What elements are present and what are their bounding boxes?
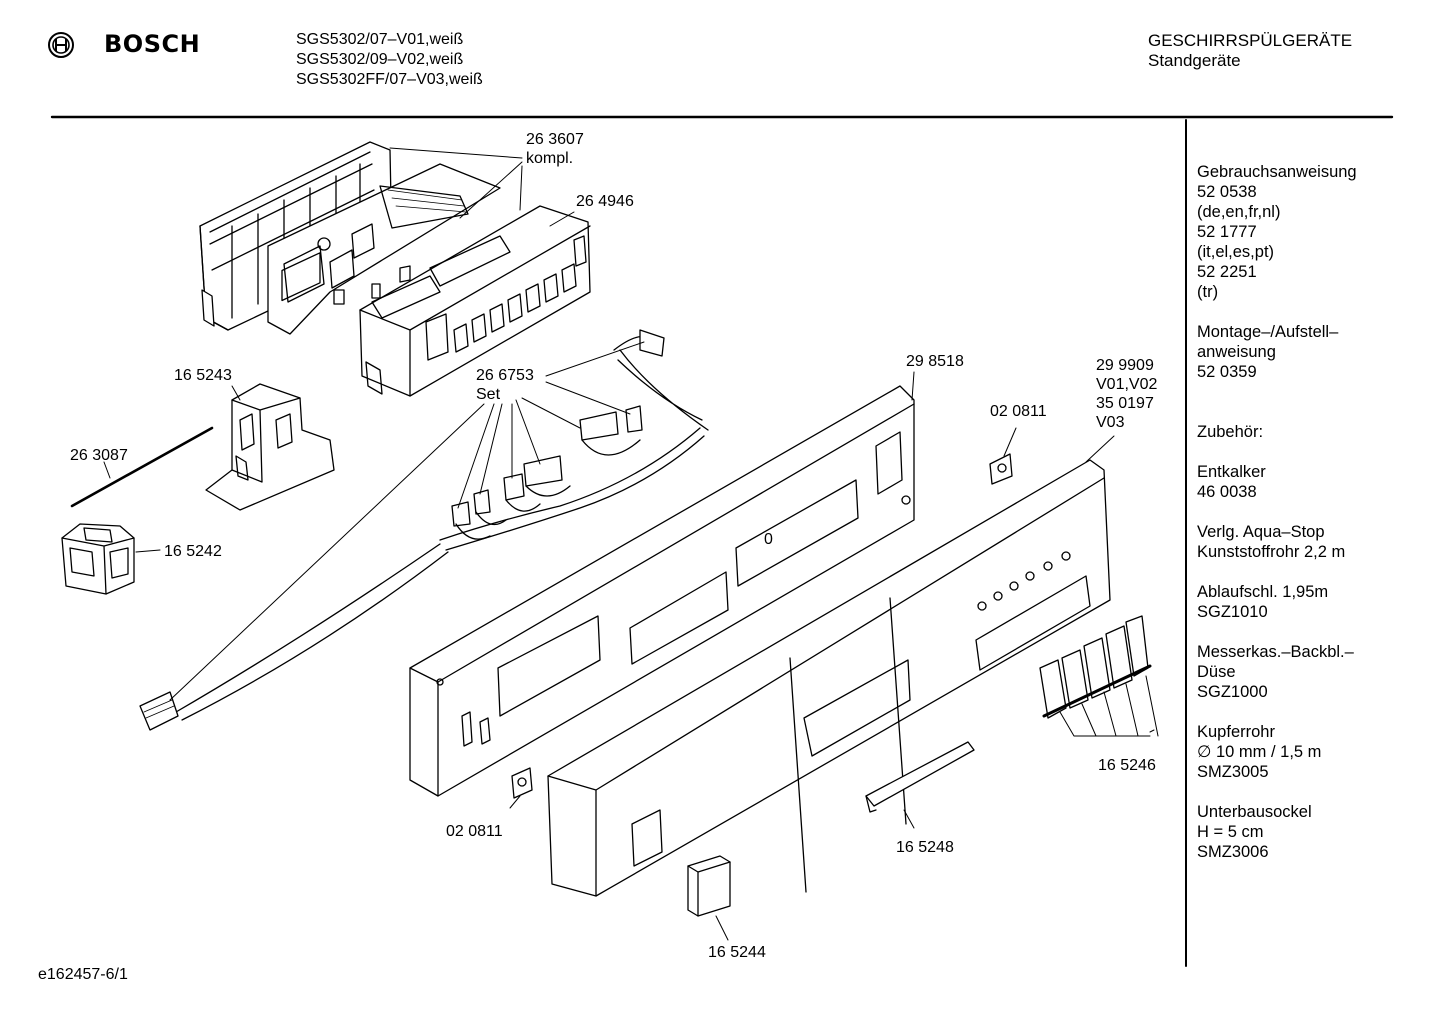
circuit-board bbox=[268, 164, 500, 334]
manual-languages-1: (de,en,fr,nl) bbox=[1197, 203, 1281, 221]
label-165246: 16 5246 bbox=[1098, 757, 1156, 774]
model-line-3: SGS5302FF/07–V03,weiß bbox=[296, 71, 483, 88]
part-number-266753: 26 6753 bbox=[476, 367, 534, 384]
manual-number-2: 52 1777 bbox=[1197, 223, 1257, 241]
label-299909: 29 9909 V01,V02 35 0197 V03 bbox=[1096, 356, 1157, 432]
manual-number-1: 52 0538 bbox=[1197, 183, 1257, 201]
front-panel-299909 bbox=[548, 460, 1110, 896]
plinth-name: Unterbausockel bbox=[1197, 803, 1312, 821]
plinth-number: SMZ3006 bbox=[1197, 843, 1269, 861]
manual-title: Gebrauchsanweisung bbox=[1197, 163, 1357, 181]
label-165248: 16 5248 bbox=[896, 839, 954, 856]
trim-165248 bbox=[866, 742, 974, 806]
model-list: SGS5302/07–V01,weiß SGS5302/09–V02,weiß … bbox=[296, 30, 483, 90]
part-note-v01-v02: V01,V02 bbox=[1096, 376, 1158, 393]
aqua-stop-line-1: Verlg. Aqua–Stop bbox=[1197, 523, 1325, 541]
manual-languages-2: (it,el,es,pt) bbox=[1197, 243, 1275, 261]
install-number: 52 0359 bbox=[1197, 363, 1257, 381]
part-note-v03: V03 bbox=[1096, 414, 1125, 431]
drawing-id: e162457-6/1 bbox=[38, 966, 128, 983]
label-020811-bottom: 02 0811 bbox=[446, 823, 503, 840]
descaler-number: 46 0038 bbox=[1197, 483, 1257, 501]
sidebar-documents: Gebrauchsanweisung 52 0538 (de,en,fr,nl)… bbox=[1197, 162, 1357, 862]
label-266753: 26 6753 Set bbox=[476, 366, 534, 404]
label-165243: 16 5243 bbox=[174, 367, 232, 384]
clip-020811-top bbox=[990, 454, 1012, 484]
install-title-line-1: Montage–/Aufstell– bbox=[1197, 323, 1339, 341]
category: GESCHIRRSPÜLGERÄTE Standgeräte bbox=[1148, 31, 1352, 71]
copper-pipe-number: SMZ3005 bbox=[1197, 763, 1269, 781]
drain-hose-number: SGZ1010 bbox=[1197, 603, 1268, 621]
manual-number-3: 52 2251 bbox=[1197, 263, 1257, 281]
label-298518: 29 8518 bbox=[906, 353, 964, 370]
plinth-height: H = 5 cm bbox=[1197, 823, 1264, 841]
clip-020811-bottom bbox=[512, 768, 532, 798]
bracket-165243 bbox=[206, 384, 334, 510]
model-line-1: SGS5302/07–V01,weiß bbox=[296, 31, 464, 48]
model-line-2: SGS5302/09–V02,weiß bbox=[296, 51, 464, 68]
descaler-name: Entkalker bbox=[1197, 463, 1266, 481]
copper-pipe-name: Kupferrohr bbox=[1197, 723, 1275, 741]
basket-line-1: Messerkas.–Backbl.– bbox=[1197, 643, 1354, 661]
control-unit-264946 bbox=[360, 206, 590, 396]
aqua-stop-line-2: Kunststoffrohr 2,2 m bbox=[1197, 543, 1346, 561]
label-020811-top: 02 0811 bbox=[990, 403, 1047, 420]
rod-263087 bbox=[72, 428, 212, 506]
label-165244: 16 5244 bbox=[708, 944, 766, 961]
basket-number: SGZ1000 bbox=[1197, 683, 1268, 701]
basket-line-2: Düse bbox=[1197, 663, 1236, 681]
install-title-line-2: anweisung bbox=[1197, 343, 1276, 361]
category-subtitle: Standgeräte bbox=[1148, 51, 1241, 70]
part-note-set: Set bbox=[476, 386, 501, 403]
front-panel-buttons bbox=[978, 552, 1070, 610]
drain-hose-name: Ablaufschl. 1,95m bbox=[1197, 583, 1329, 601]
part-number-299909: 29 9909 bbox=[1096, 357, 1154, 374]
switch-165242 bbox=[62, 524, 134, 594]
panel-mark: 0 bbox=[764, 531, 773, 548]
part-note-kompl: kompl. bbox=[526, 150, 574, 167]
rear-panel-298518 bbox=[410, 386, 914, 796]
label-165242: 16 5242 bbox=[164, 543, 222, 560]
cover-165244 bbox=[688, 856, 730, 916]
label-264946: 26 4946 bbox=[576, 193, 634, 210]
part-number-350197: 35 0197 bbox=[1096, 395, 1154, 412]
bosch-logo-icon bbox=[48, 32, 74, 58]
accessories-heading: Zubehör: bbox=[1197, 423, 1264, 441]
wiring-set-266753 bbox=[440, 330, 708, 550]
label-263087: 26 3087 bbox=[70, 447, 128, 464]
copper-pipe-size: ∅ 10 mm / 1,5 m bbox=[1197, 743, 1322, 761]
keys-165246 bbox=[1040, 616, 1150, 718]
category-title: GESCHIRRSPÜLGERÄTE bbox=[1148, 31, 1353, 50]
manual-languages-3: (tr) bbox=[1197, 283, 1219, 301]
leader-lines bbox=[104, 148, 1158, 940]
brand-name: BOSCH bbox=[104, 30, 201, 58]
long-cable bbox=[140, 544, 448, 730]
label-263607: 26 3607 kompl. bbox=[526, 130, 584, 168]
control-unit-keys bbox=[454, 264, 576, 352]
part-number-263607: 26 3607 bbox=[526, 131, 584, 148]
